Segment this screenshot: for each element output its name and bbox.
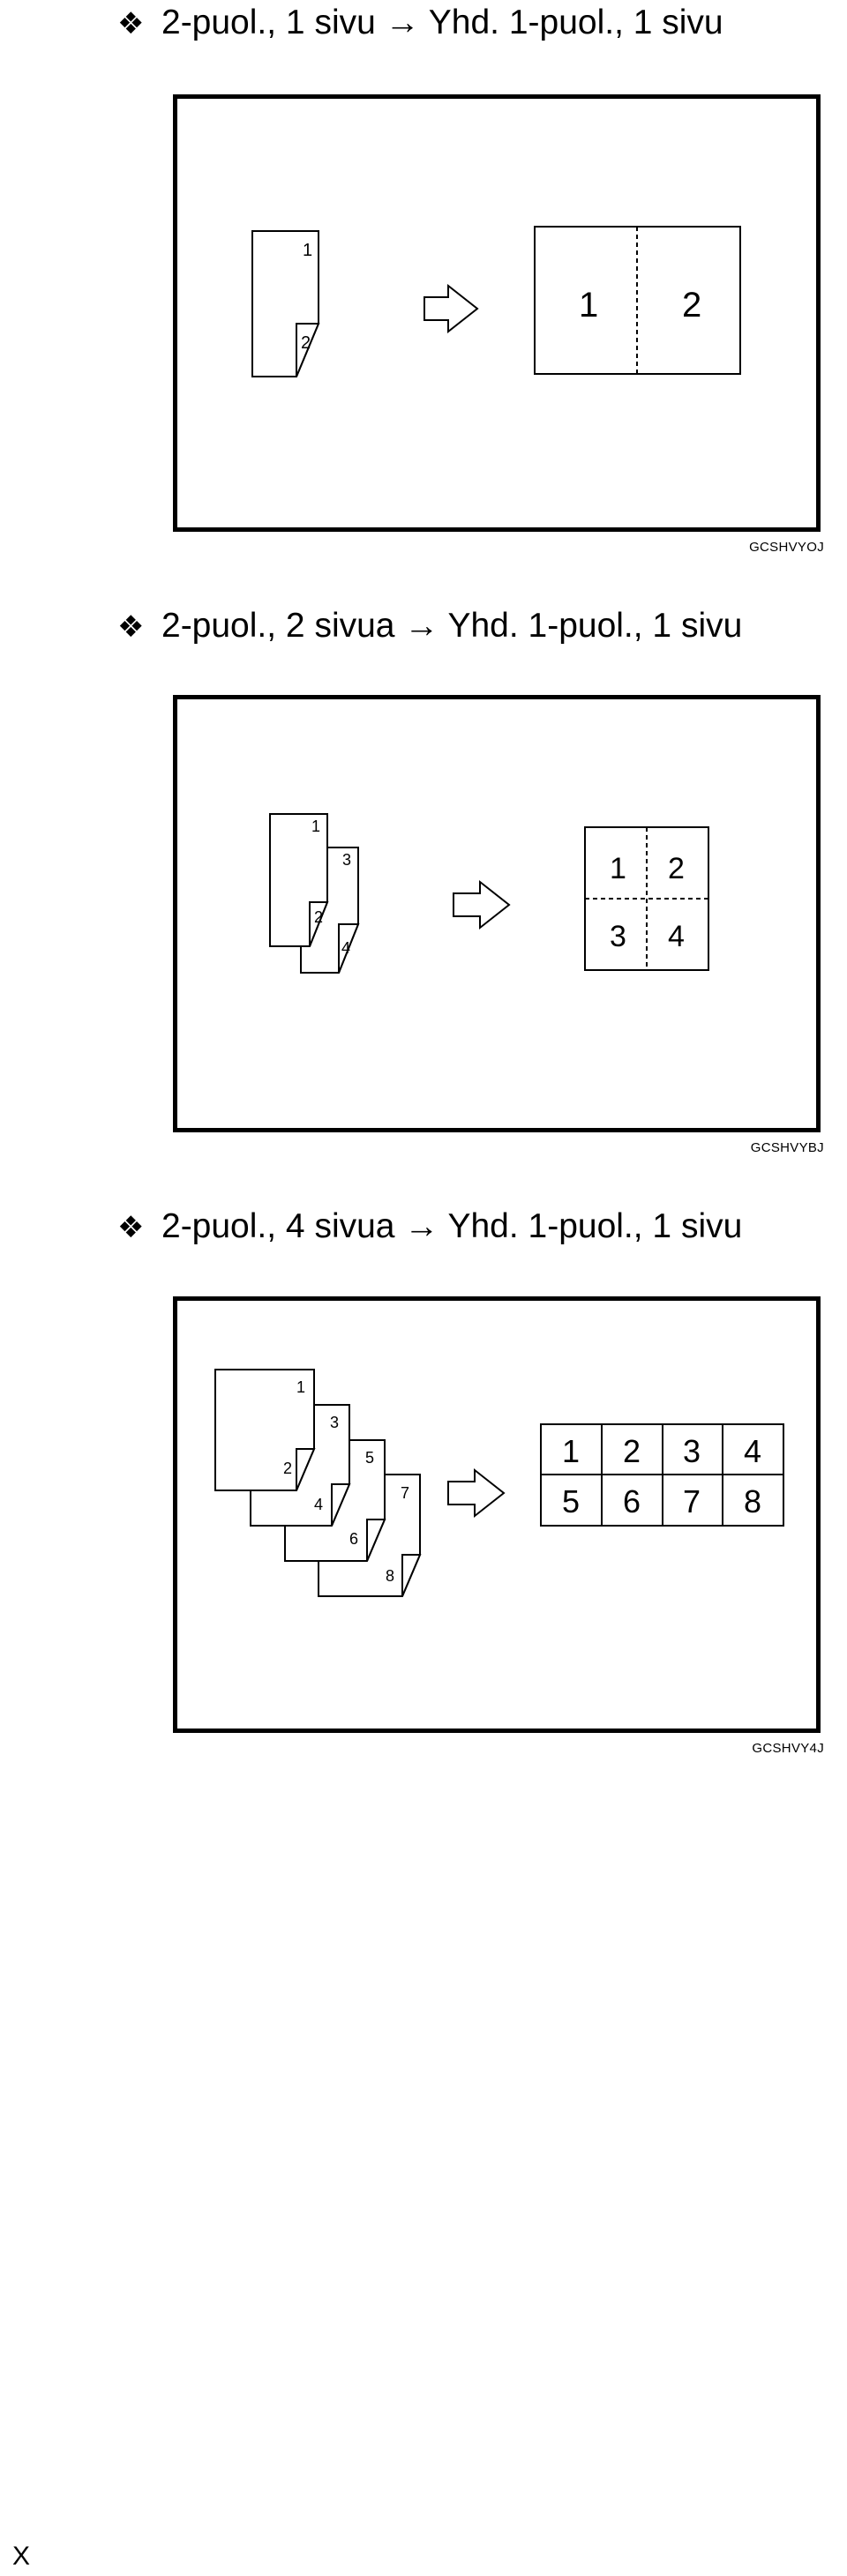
section-2-heading: ❖ 2-puol., 2 sivua → Yhd. 1-puol., 1 sivu [117, 605, 742, 648]
section-1-title: 2-puol., 1 sivu → Yhd. 1-puol., 1 sivu [161, 4, 723, 41]
result-page-2: 2 [668, 852, 685, 885]
src-page-3: 3 [342, 851, 351, 869]
result-page-8: 8 [744, 1483, 761, 1519]
page-marker: X [12, 2542, 31, 2571]
diagram-2-frame: 1 2 3 4 1 2 3 4 [173, 695, 821, 1132]
diagram-2-illustration: 1 2 3 4 1 2 3 4 [269, 813, 709, 974]
diamond-bullet-icon: ❖ [117, 610, 145, 644]
src-page-3: 3 [330, 1414, 339, 1431]
src-page-5: 5 [365, 1449, 374, 1467]
src-page-7: 7 [401, 1484, 409, 1502]
result-page-2: 2 [682, 286, 701, 325]
src-page-1: 1 [296, 1378, 305, 1396]
src-page-2: 2 [314, 908, 323, 926]
result-page-1: 1 [579, 286, 598, 325]
section-2-title: 2-puol., 2 sivua → Yhd. 1-puol., 1 sivu [161, 607, 743, 645]
diagram-3-illustration: 1 2 3 4 5 6 7 8 1 2 3 4 5 6 7 8 [214, 1369, 784, 1597]
folded-corner [296, 323, 320, 377]
src-page-2: 2 [301, 333, 311, 353]
result-page-5: 5 [562, 1483, 580, 1519]
result-page-1: 1 [562, 1433, 580, 1469]
src-page-6: 6 [349, 1530, 358, 1548]
image-code-1: GCSHVYOJ [749, 540, 824, 555]
diamond-bullet-icon: ❖ [117, 1211, 145, 1244]
src-page-4: 4 [314, 1496, 323, 1513]
image-code-2: GCSHVYBJ [750, 1140, 824, 1155]
result-page-3: 3 [610, 920, 626, 953]
section-1-heading: ❖ 2-puol., 1 sivu → Yhd. 1-puol., 1 sivu [117, 2, 723, 45]
diamond-bullet-icon: ❖ [117, 7, 145, 41]
src-page-4: 4 [341, 939, 350, 957]
diagram-1-illustration: 1 2 1 2 [251, 226, 741, 377]
src-page-2: 2 [283, 1460, 292, 1477]
src-page-8: 8 [386, 1567, 394, 1585]
image-code-3: GCSHVY4J [752, 1741, 824, 1756]
result-page-4: 4 [744, 1433, 761, 1469]
result-page-1: 1 [610, 852, 626, 885]
diagram-1-frame: 1 2 1 2 [173, 94, 821, 532]
src-page-1: 1 [311, 818, 320, 835]
section-3-title: 2-puol., 4 sivua → Yhd. 1-puol., 1 sivu [161, 1207, 743, 1245]
result-page-3: 3 [683, 1433, 701, 1469]
src-page-1: 1 [303, 241, 312, 260]
section-3-heading: ❖ 2-puol., 4 sivua → Yhd. 1-puol., 1 sivu [117, 1206, 742, 1249]
arrow-icon [424, 283, 479, 334]
result-page-2: 2 [623, 1433, 641, 1469]
result-page-6: 6 [623, 1483, 641, 1519]
result-page-4: 4 [668, 920, 685, 953]
arrow-icon [453, 879, 511, 930]
arrow-icon [447, 1467, 506, 1519]
result-page-7: 7 [683, 1483, 701, 1519]
diagram-3-frame: 1 2 3 4 5 6 7 8 1 2 3 4 5 6 7 8 [173, 1296, 821, 1733]
